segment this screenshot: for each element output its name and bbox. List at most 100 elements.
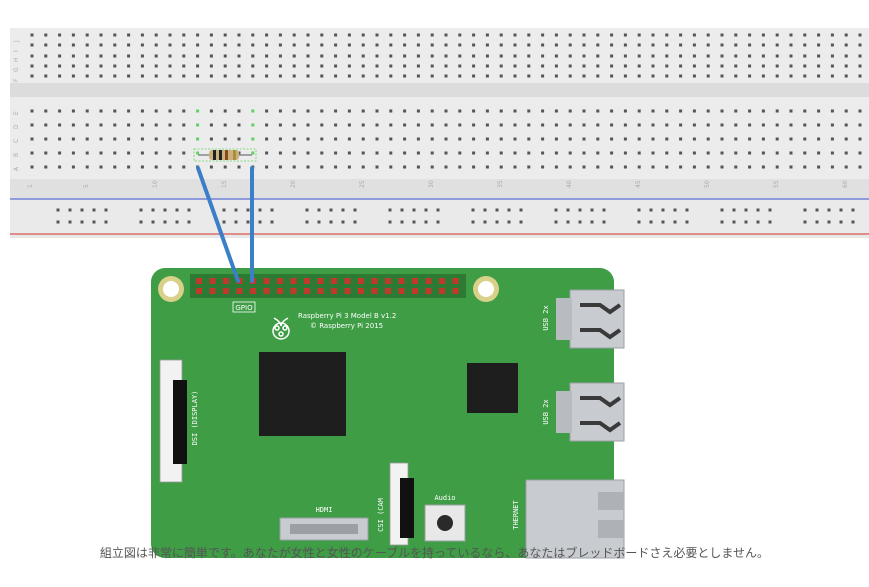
usb-controller-chip xyxy=(467,363,518,413)
gpio-pin xyxy=(263,288,270,294)
breadboard-hole xyxy=(265,54,269,58)
breadboard-hole xyxy=(623,165,627,169)
breadboard-hole xyxy=(85,165,89,169)
breadboard-hole xyxy=(292,151,296,155)
breadboard-hole xyxy=(237,64,241,68)
breadboard-hole xyxy=(803,43,807,47)
breadboard-hole xyxy=(817,54,821,58)
breadboard-hole xyxy=(127,64,131,68)
breadboard-hole xyxy=(582,165,586,169)
breadboard-hole xyxy=(472,64,476,68)
breadboard-hole xyxy=(71,74,75,78)
gpio-pin xyxy=(371,288,378,294)
breadboard-hole xyxy=(596,54,600,58)
breadboard-hole xyxy=(334,43,338,47)
breadboard-hole xyxy=(827,220,831,224)
breadboard-hole xyxy=(85,74,89,78)
breadboard-hole xyxy=(347,74,351,78)
breadboard-hole xyxy=(113,64,117,68)
breadboard-hole xyxy=(803,165,807,169)
breadboard-hole xyxy=(527,74,531,78)
breadboard-hole xyxy=(706,137,710,141)
breadboard-hole xyxy=(768,208,772,212)
breadboard-hole xyxy=(187,208,191,212)
breadboard-hole xyxy=(685,208,689,212)
breadboard-hole xyxy=(251,123,255,127)
breadboard-hole xyxy=(292,43,296,47)
column-number: 15 xyxy=(221,180,228,188)
breadboard-hole xyxy=(761,33,765,37)
breadboard-hole xyxy=(320,64,324,68)
breadboard-hole xyxy=(830,74,834,78)
breadboard-hole xyxy=(375,165,379,169)
breadboard-hole xyxy=(720,33,724,37)
gpio-pin xyxy=(385,278,391,284)
breadboard-hole xyxy=(389,54,393,58)
breadboard-hole xyxy=(858,74,862,78)
breadboard-holes xyxy=(30,33,862,224)
breadboard-hole xyxy=(139,208,143,212)
breadboard-hole xyxy=(375,74,379,78)
breadboard-hole xyxy=(80,220,84,224)
breadboard-hole xyxy=(651,123,655,127)
breadboard-hole xyxy=(403,33,407,37)
column-number: 50 xyxy=(704,180,711,188)
breadboard-hole xyxy=(789,165,793,169)
breadboard-hole xyxy=(602,208,606,212)
breadboard-hole xyxy=(416,43,420,47)
usb-label-1: USB 2x xyxy=(542,305,550,330)
breadboard-hole xyxy=(270,220,274,224)
breadboard-hole xyxy=(803,208,807,212)
breadboard-hole xyxy=(527,151,531,155)
breadboard-hole xyxy=(347,33,351,37)
breadboard-hole xyxy=(744,220,748,224)
breadboard-hole xyxy=(513,33,517,37)
row-letter: G xyxy=(13,67,20,72)
breadboard-hole xyxy=(527,137,531,141)
breadboard-hole xyxy=(568,151,572,155)
breadboard-hole xyxy=(265,165,269,169)
gpio-pin xyxy=(277,278,283,284)
row-letter: F xyxy=(13,78,20,82)
breadboard-hole xyxy=(127,74,131,78)
gpio-pin xyxy=(317,278,324,284)
breadboard-hole xyxy=(761,165,765,169)
breadboard-hole xyxy=(334,123,338,127)
breadboard-hole xyxy=(389,43,393,47)
breadboard-hole xyxy=(403,109,407,113)
breadboard-hole xyxy=(679,43,683,47)
column-number: 45 xyxy=(635,180,642,188)
breadboard-hole xyxy=(209,64,213,68)
gpio-pin xyxy=(398,288,405,294)
breadboard-hole xyxy=(329,220,333,224)
breadboard-hole xyxy=(744,208,748,212)
breadboard-hole xyxy=(483,208,487,212)
breadboard-hole xyxy=(209,165,213,169)
breadboard-hole xyxy=(541,137,545,141)
breadboard-hole xyxy=(815,208,819,212)
breadboard-hole xyxy=(416,151,420,155)
breadboard-hole xyxy=(499,43,503,47)
breadboard-hole xyxy=(430,137,434,141)
breadboard-hole xyxy=(361,151,365,155)
breadboard-hole xyxy=(803,33,807,37)
breadboard-hole xyxy=(278,43,282,47)
breadboard-hole xyxy=(665,74,669,78)
breadboard-hole xyxy=(251,74,255,78)
breadboard-hole xyxy=(858,137,862,141)
breadboard-hole xyxy=(389,109,393,113)
breadboard-hole xyxy=(789,123,793,127)
breadboard-hole xyxy=(610,43,614,47)
breadboard-hole xyxy=(803,109,807,113)
breadboard-hole xyxy=(334,165,338,169)
breadboard-hole xyxy=(416,165,420,169)
breadboard-hole xyxy=(353,208,357,212)
breadboard-hole xyxy=(251,137,255,141)
breadboard-hole xyxy=(507,208,511,212)
breadboard-hole xyxy=(472,33,476,37)
breadboard-hole xyxy=(44,151,48,155)
breadboard-hole xyxy=(527,64,531,68)
breadboard-hole xyxy=(485,33,489,37)
breadboard-hole xyxy=(706,54,710,58)
breadboard-hole xyxy=(85,43,89,47)
